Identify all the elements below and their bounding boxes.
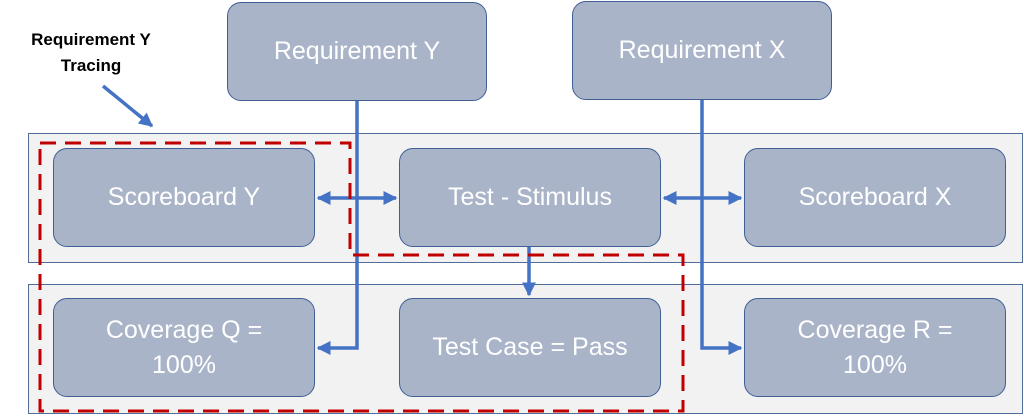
scoreboard-y-label: Scoreboard Y — [107, 183, 261, 211]
coverage-r-label: Coverage R = 100% — [797, 315, 953, 379]
scoreboard-x-label: Scoreboard X — [798, 183, 952, 211]
requirement-y-label: Requirement Y — [273, 37, 441, 65]
requirement-y-coverage-link — [316, 101, 359, 355]
coverage-r-node: Coverage R = 100% — [744, 298, 1006, 397]
requirement-x-coverage-link — [700, 100, 743, 355]
annotation-pointer-arrow — [101, 84, 154, 128]
test-case-label: Test Case = Pass — [432, 333, 628, 361]
requirement-x-node: Requirement X — [572, 1, 832, 100]
coverage-q-node: Coverage Q = 100% — [53, 298, 315, 397]
test-stimulus-label: Test - Stimulus — [448, 183, 612, 211]
trace-annotation: Requirement Y Tracing — [31, 30, 151, 75]
requirement-x-label: Requirement X — [618, 36, 786, 64]
requirement-y-node: Requirement Y — [227, 2, 487, 101]
scoreboard-y-node: Scoreboard Y — [53, 148, 315, 247]
requirement-y-trace-outline — [38, 141, 685, 413]
test-stimulus-node: Test - Stimulus — [399, 148, 661, 247]
test-case-node: Test Case = Pass — [399, 298, 661, 397]
coverage-q-label: Coverage Q = 100% — [105, 315, 263, 379]
scoreboard-x-node: Scoreboard X — [744, 148, 1006, 247]
